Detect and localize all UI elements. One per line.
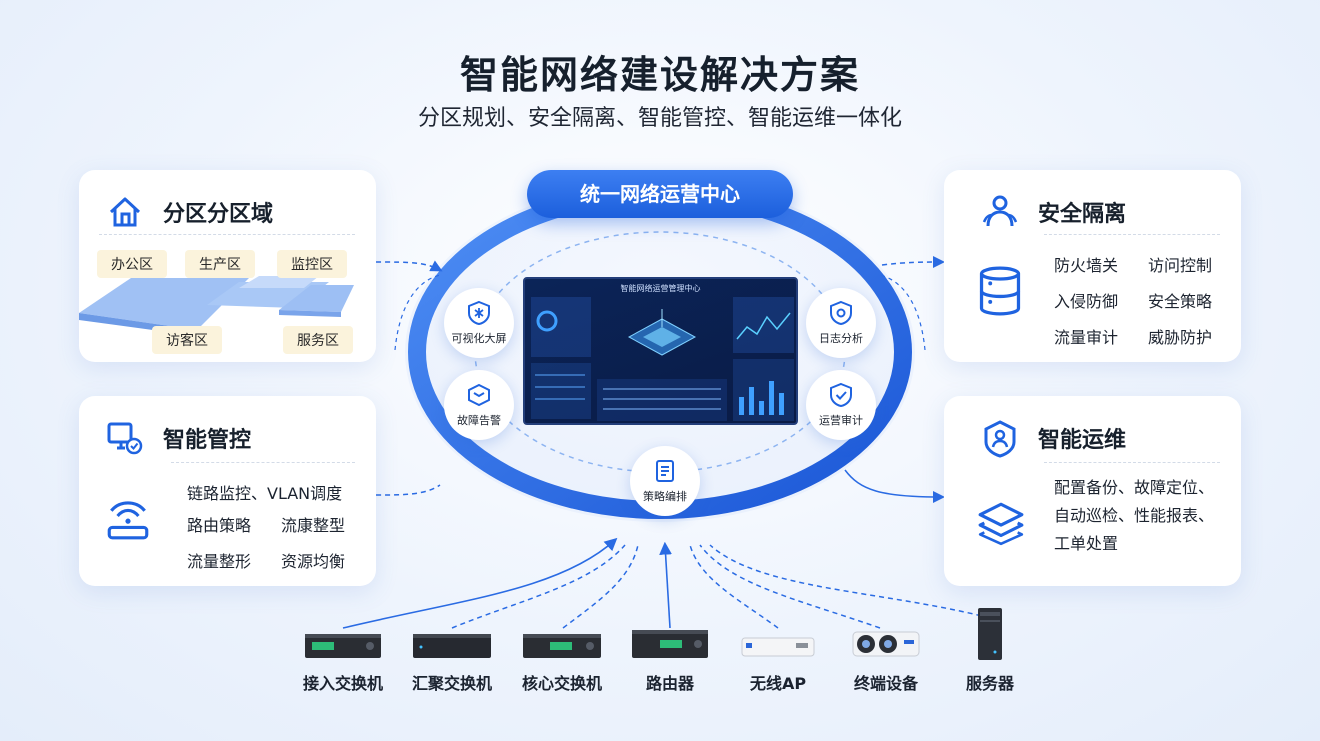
zone-chip-monitoring: 监控区 (277, 250, 347, 278)
security-item-firewall: 防火墙关 (1054, 256, 1119, 275)
dashboard-visual (531, 297, 794, 421)
node-policy: 策略编排 (630, 446, 700, 516)
ops-line-1: 配置备份、故障定位、 (1054, 478, 1215, 497)
zone-chip-service: 服务区 (283, 326, 353, 354)
device-label-access: 接入交换机 (302, 674, 384, 693)
router-device (632, 630, 708, 658)
operations-center-pill: 统一网络运营中心 (527, 170, 793, 218)
page-title: 智能网络建设解决方案 (459, 53, 860, 97)
layers-icon (978, 502, 1024, 546)
security-item-threat: 威胁防护 (1148, 328, 1213, 347)
control-item-shaping: 流量整形 (187, 552, 252, 571)
ops-line-2: 自动巡检、性能报表、 (1054, 506, 1215, 525)
zone-chip-visitor: 访客区 (152, 326, 222, 354)
zones-card: 分区分区域 办公区 生产区 监控区 访客区 服务区 (79, 170, 376, 362)
control-item-link: 链路监控、VLAN调度 (187, 484, 343, 503)
device-label-core: 核心交换机 (521, 674, 603, 693)
core-switch-device (523, 634, 601, 658)
node-fault-alarm: 故障告警 (444, 370, 514, 440)
server-device (978, 608, 1002, 660)
zone-chip-production: 生产区 (185, 250, 255, 278)
security-item-audit: 流量审计 (1054, 328, 1119, 347)
node-visual-label: 可视化大屏 (451, 332, 507, 345)
device-label-terminal: 终端设备 (853, 674, 919, 693)
control-item-balance: 资源均衡 (281, 552, 346, 571)
gear-shield-icon (830, 300, 852, 326)
aggregation-switch-device (413, 634, 491, 658)
control-item-routing: 路由策略 (187, 516, 252, 535)
dashboard-screen: 智能网络运营管理中心 (523, 277, 798, 425)
device-label-wireless-ap: 无线AP (749, 674, 807, 693)
control-card: 智能管控 链路监控、VLAN调度 路由策略 流康整型 流量整形 资源均衡 (79, 396, 376, 586)
monitor-shield-icon (107, 422, 143, 455)
node-fault-label: 故障告警 (457, 414, 501, 427)
access-switch-device (305, 634, 381, 658)
zone-chip-office: 办公区 (97, 250, 167, 278)
user-group-icon (982, 195, 1018, 227)
database-icon (979, 266, 1021, 316)
shield-person-icon (984, 420, 1016, 458)
terminal-device (852, 631, 920, 657)
wireless-ap-device (741, 637, 815, 657)
node-log-analysis: 日志分析 (806, 288, 876, 358)
device-label-server: 服务器 (965, 674, 1015, 693)
security-title: 安全隔离 (1038, 202, 1127, 227)
node-visual-screen: 可视化大屏 (444, 288, 514, 358)
device-label-aggregation: 汇聚交换机 (411, 674, 493, 693)
ops-line-3: 工单处置 (1054, 534, 1119, 553)
security-item-intrusion: 入侵防御 (1054, 292, 1119, 311)
control-item-flow: 流康整型 (281, 516, 346, 535)
node-policy-label: 策略编排 (643, 490, 687, 503)
wifi-router-icon (107, 501, 149, 540)
node-audit: 运营审计 (806, 370, 876, 440)
security-item-policy: 安全策略 (1148, 292, 1213, 311)
node-log-label: 日志分析 (819, 332, 863, 345)
page-subtitle: 分区规划、安全隔离、智能管控、智能运维一体化 (417, 106, 902, 131)
device-label-router: 路由器 (645, 674, 695, 693)
node-audit-label: 运营审计 (819, 414, 863, 427)
zones-title: 分区分区域 (163, 202, 274, 227)
layers-alert-icon (468, 383, 490, 407)
security-item-access-control: 访问控制 (1148, 256, 1213, 275)
control-title: 智能管控 (163, 428, 252, 453)
ops-title: 智能运维 (1038, 428, 1127, 453)
home-icon (109, 197, 141, 227)
snowflake-shield-icon (468, 300, 490, 326)
shield-check-icon (830, 382, 852, 408)
security-card: 安全隔离 防火墙关 访问控制 入侵防御 安全策略 流量审计 威胁防护 (944, 170, 1241, 362)
document-icon (656, 460, 674, 482)
ops-card: 智能运维 配置备份、故障定位、 自动巡检、性能报表、 工单处置 (944, 396, 1241, 586)
screen-title: 智能网络运营管理中心 (620, 284, 701, 293)
